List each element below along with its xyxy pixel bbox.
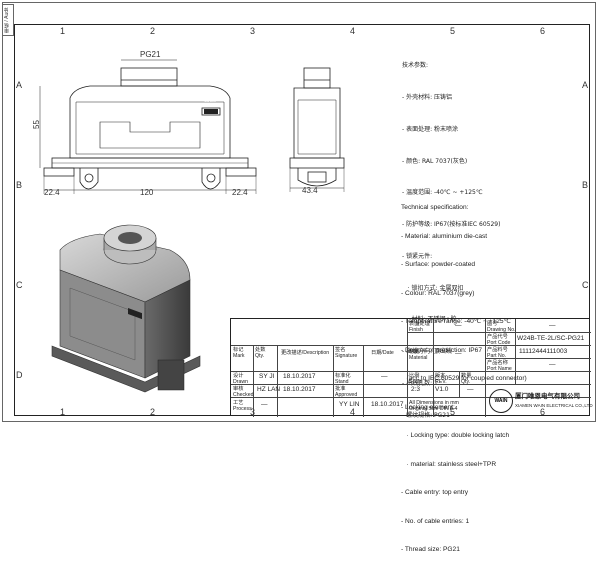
scale-value: 2:3 [411,386,421,393]
company-name-en: XIAMEN WAIN ELECTRICAL CO.,LTD [515,403,593,408]
drawing-no-value: — [549,322,556,329]
dim-width-120: 120 [140,188,154,197]
sheet-outer-border [2,2,596,422]
approved-label: 批准 Approved [335,386,358,398]
part-name-value: — [549,361,556,368]
zone-right-c: C [582,280,589,290]
spec-cn-line: - 外壳材料: 压铸铝 [402,93,453,101]
drawing-no-label: 图号 Drawing No. [487,321,516,333]
spec-cn-line: - 颜色: RAL 7037(灰色) [402,157,468,165]
title-block: 表面处理 Finish — 材料 Material — 图号 Drawing N… [230,318,593,417]
company-name-cn: 厦门唯恩电气有限公司 [515,393,580,400]
side-view-drawing [289,67,345,192]
process-label: 工艺 Process [233,400,252,412]
company-logo: WAIN [489,389,513,413]
drawn-label: 设计 Drawn [233,373,248,385]
spec-cn-line: - 表面处理: 粉末喷涂 [402,125,459,133]
part-no-label: 产品料号 Part No. [487,347,508,359]
rev-label: 版本 REV. [435,373,447,385]
approved-by: YY LIN [339,401,360,408]
spec-en-line: - Colour: RAL 7037(grey) [401,289,475,297]
spec-cn-line: · 材料: 不锈钢+胶 [402,316,457,324]
zone-top-3: 3 [250,26,256,36]
zone-left-b: B [16,180,23,190]
header-date: 日期/Date [371,350,394,356]
dimension-note: All Dimensions in mm Original Size DIN A… [409,400,459,412]
checked-date: 18.10.2017 [283,386,316,393]
spec-en-line: - Temperature range: -40℃ ~ +125℃ [401,318,511,325]
spec-en-line: - No. of cable entries: 1 [401,517,470,525]
zone-left-c: C [16,280,23,290]
spec-en-line: - Material: aluminium die-cast [401,232,488,240]
product-code-label: 产品代号 Port Code [487,334,511,346]
zone-right-b: B [582,180,589,190]
process-by: — [261,401,268,408]
zone-left-a: A [16,80,23,90]
spec-cn-line: - 锁紧元件: [402,252,433,260]
drawn-by: SY JI [259,373,275,380]
spec-en-line: - Surface: powder-coated [401,261,476,268]
dim-pg21: PG21 [140,50,161,59]
spec-en-line: - Thread size: PG21 [401,546,460,553]
approved-date: 18.10.2017 [371,401,404,408]
spec-cn-line: · 锁扣方式: 金属双扣 [402,284,464,292]
stand-value: — [381,373,388,380]
zone-top-5: 5 [450,26,456,36]
part-no-value: 11112444111003 [519,348,568,355]
zone-bottom-5: 5 [450,407,456,417]
spec-en-line: - Locking element: [401,403,455,411]
material-value: — [455,350,462,357]
checked-label: 审核 Checked [233,386,254,398]
qty-value: — [467,386,474,393]
zone-top-1: 1 [60,26,66,36]
spec-cn-title: 技术参数: [402,62,429,70]
rev-value: V1.0 [435,386,449,393]
zone-top-6: 6 [540,26,546,36]
zone-bottom-3: 3 [250,407,256,417]
zone-bottom-6: 6 [540,407,546,417]
product-code-value: W24B-TE-2L/SC-PG21 [517,335,585,342]
header-mark: 标记 Mark [233,347,245,359]
spec-cn-line: - 温度范围: -40℃ ~ +125℃ [402,189,483,197]
zone-top-4: 4 [350,26,356,36]
dim-height-55: 55 [31,120,41,129]
stand-label: 标准化 Stand [335,373,351,385]
isometric-view-drawing [51,224,201,393]
header-qty: 处数 Qty. [255,347,266,359]
material-label: 材料 Material [409,349,428,361]
zone-right-a: A [582,80,589,90]
zone-bottom-1: 1 [60,407,66,417]
dim-depth-43-4: 43.4 [302,186,318,195]
zone-bottom-2: 2 [150,407,156,417]
finish-value: — [455,322,462,329]
spec-en-line: · Locking type: double locking latch [401,432,510,439]
spec-en-line: - Cable entry: top entry [401,489,469,496]
dim-left-22-4: 22.4 [44,188,60,197]
checked-by: HZ LAN [257,386,281,393]
header-signature: 签名 Signature [335,347,358,359]
header-change: 更改描述/Description [281,350,330,356]
spec-en-line: · material: stainless steel+TPR [401,460,497,468]
zone-bottom-4: 4 [350,407,356,417]
spec-cn-line: - 防护等级: IP67(按标准IEC 60529) [402,221,501,229]
spec-cn-line: - 出线孔数: 1 [402,380,438,387]
zone-left-d: D [16,370,23,380]
spec-cn-line: - 出线方向: 顶出线 [402,348,453,356]
spec-en-line: - Degree of protection: IP67 [401,346,483,354]
drawn-date: 18.10.2017 [283,373,316,380]
front-view-drawing [39,59,257,194]
spec-en-title: Technical specification: [401,204,469,211]
finish-label: 表面处理 Finish [409,321,430,333]
zone-top-2: 2 [150,26,156,36]
qty-label: 数量 Qty. [461,373,472,385]
scale-label: 比例 Scale [409,373,422,385]
front-logo-wain: WAIN [204,98,216,103]
side-tab-audit: 审核 / Audit [2,4,14,36]
dim-right-22-4: 22.4 [232,188,248,197]
part-name-label: 产品名称 Port Name [487,360,512,372]
